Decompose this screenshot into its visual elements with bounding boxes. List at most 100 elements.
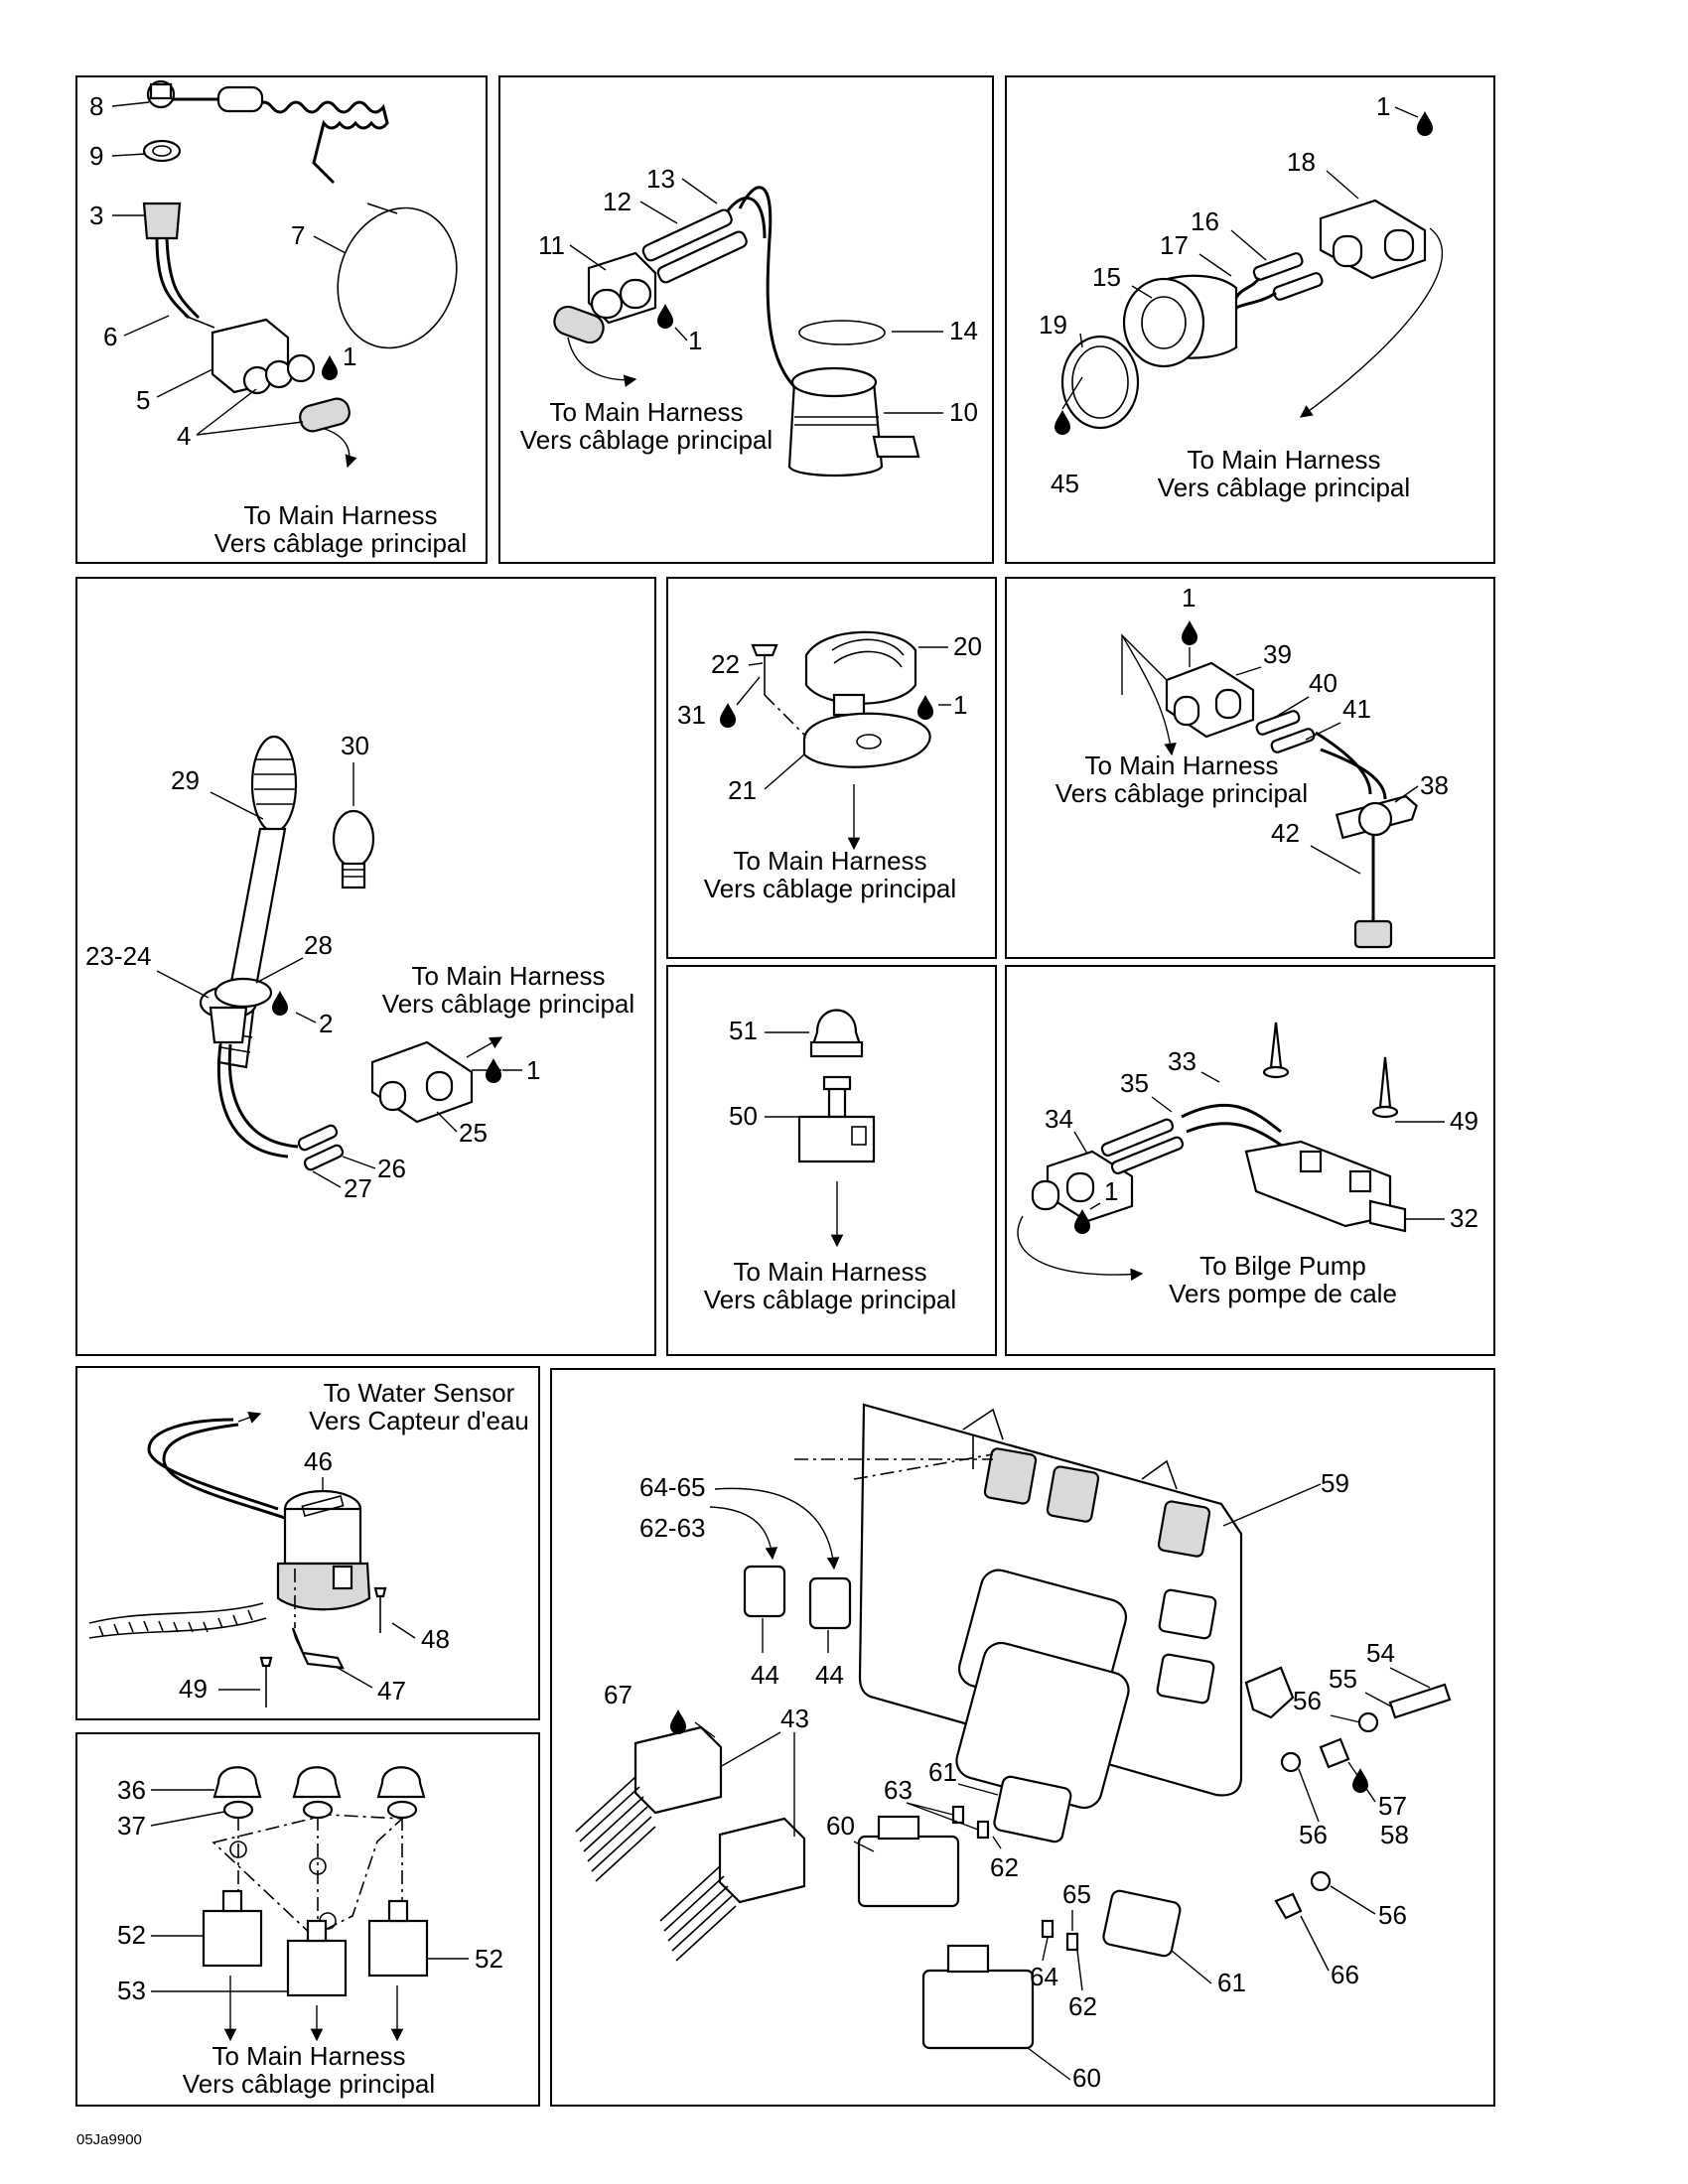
panel5-callouts: 20 22 31 1 21 [677, 631, 982, 805]
callout-66: 66 [1331, 1960, 1359, 1989]
vers-capteur-d-eau-label: Vers Capteur d'eau [309, 1406, 529, 1435]
callout-1: 1 [1182, 583, 1196, 613]
panel-safety-lanyard: 8 9 3 7 6 5 1 4 To Main Harness Vers câb… [75, 75, 488, 564]
panel6-callouts: 1 39 40 41 38 42 [1182, 583, 1449, 875]
lanyard-loop [337, 206, 458, 349]
switch-stem [827, 1085, 847, 1119]
callout-15: 15 [1092, 262, 1121, 292]
panel7-callouts: 51 50 [729, 1016, 809, 1131]
washer [142, 139, 182, 163]
harness-connector-67 [633, 1725, 723, 1815]
callout-1: 1 [526, 1055, 540, 1085]
callout-11: 11 [538, 230, 565, 260]
callout-30: 30 [341, 731, 369, 760]
callout-16: 16 [1191, 206, 1219, 236]
callout-41: 41 [1342, 694, 1371, 724]
callout-52: 52 [117, 1920, 146, 1950]
callout-55: 55 [1329, 1664, 1357, 1694]
pump-hose [88, 1602, 267, 1639]
panel-switch-knob: 20 22 31 1 21 To Main Harness Vers câbla… [666, 577, 997, 959]
callout-34: 34 [1045, 1104, 1073, 1134]
callout-21: 21 [728, 775, 757, 805]
callout-7: 7 [291, 220, 305, 250]
callout-25: 25 [459, 1118, 488, 1148]
panel8-callouts: 33 35 34 49 1 32 [1045, 1046, 1478, 1234]
callout-22: 22 [711, 649, 740, 679]
panel4-callouts: 30 29 28 23-24 2 1 25 26 27 [85, 731, 540, 1203]
callout-35: 35 [1120, 1068, 1149, 1098]
callout-1: 1 [953, 690, 967, 720]
callout-56: 56 [1378, 1900, 1407, 1930]
panel-navigation-light: 30 29 28 23-24 2 1 25 26 27 To Main Harn… [75, 577, 656, 1356]
light-bulb [332, 809, 375, 869]
callout-26: 26 [377, 1154, 406, 1183]
panel11-callouts: 59 64-65 62-63 44 44 54 55 56 57 58 56 6… [604, 1468, 1452, 2093]
callout-46: 46 [304, 1446, 333, 1476]
safety-switch [142, 202, 182, 240]
callout-1: 1 [1376, 91, 1390, 121]
to-bilge-pump-label: To Bilge Pump [1199, 1251, 1366, 1281]
callout-61: 61 [928, 1757, 957, 1787]
fuse-44a [743, 1565, 786, 1618]
callout-49: 49 [1450, 1106, 1478, 1136]
callout-64-65: 64-65 [639, 1472, 706, 1502]
knob-36a [212, 1766, 262, 1799]
callout-3: 3 [89, 201, 103, 230]
callout-43: 43 [780, 1704, 809, 1733]
sensor-probe-42 [1353, 919, 1393, 949]
callout-51: 51 [729, 1016, 758, 1045]
vers-cablage-principal-label: Vers câblage principal [704, 1285, 956, 1314]
callout-65: 65 [1062, 1879, 1091, 1909]
relay-60b [921, 1969, 1035, 2050]
panel2-callouts: 13 12 11 1 14 10 [538, 164, 978, 427]
callout-1: 1 [343, 341, 356, 371]
knob-base-21 [802, 712, 931, 768]
callout-62: 62 [990, 1852, 1019, 1882]
switch-boot-51 [811, 1009, 862, 1046]
callout-57: 57 [1378, 1791, 1407, 1821]
callout-29: 29 [171, 765, 200, 795]
callout-40: 40 [1309, 668, 1337, 698]
callout-49: 49 [179, 1674, 208, 1704]
panel-temp-sensor: 1 39 40 41 38 42 To Main Harness Vers câ… [1005, 577, 1495, 959]
panel1-callouts: 8 9 3 7 6 5 1 4 [89, 91, 356, 451]
buzzer-seal [553, 305, 605, 344]
callout-44: 44 [815, 1660, 844, 1690]
callout-47: 47 [377, 1676, 406, 1706]
callout-60: 60 [1072, 2063, 1101, 2093]
relay-52b [367, 1919, 429, 1978]
switch-body-50 [797, 1115, 876, 1163]
to-main-harness-label: To Main Harness [211, 2041, 405, 2071]
callout-18: 18 [1287, 147, 1316, 177]
callout-50: 50 [729, 1101, 758, 1131]
callout-67: 67 [604, 1680, 633, 1709]
callout-2: 2 [319, 1009, 333, 1038]
relay-row [202, 1889, 429, 1997]
panel-bilge-pump: 46 48 49 47 To Water Sensor Vers Capteur… [75, 1366, 540, 1720]
to-main-harness-label: To Main Harness [1187, 445, 1380, 475]
lanyard-clip [216, 85, 264, 113]
callout-45: 45 [1051, 469, 1079, 498]
connector-seal [299, 397, 351, 433]
panel-buzzer: 13 12 11 1 14 10 To Main Harness Vers câ… [498, 75, 994, 564]
callout-37: 37 [117, 1811, 146, 1841]
callout-42: 42 [1271, 818, 1300, 848]
callout-63: 63 [884, 1775, 913, 1805]
panel3-callouts: 1 18 16 17 15 19 45 [1039, 91, 1433, 498]
callout-39: 39 [1263, 639, 1292, 669]
callout-54: 54 [1366, 1638, 1395, 1668]
buzzer-body [787, 380, 884, 478]
vers-cablage-principal-label: Vers câblage principal [1158, 473, 1410, 502]
callout-9: 9 [89, 141, 103, 171]
callout-4: 4 [177, 421, 191, 451]
relay-52a [202, 1909, 263, 1968]
knob-row [212, 1766, 426, 1820]
pump-base [276, 1562, 371, 1611]
vers-cablage-principal-label: Vers câblage principal [382, 989, 634, 1019]
callout-10: 10 [949, 397, 978, 427]
terminal-16a [1252, 252, 1304, 281]
callout-6: 6 [103, 322, 117, 351]
panel-gauge-connector: 1 18 16 17 15 19 45 To Main Harness Vers… [1005, 75, 1495, 564]
vers-cablage-principal-label: Vers câblage principal [214, 528, 467, 558]
callout-44: 44 [751, 1660, 779, 1690]
